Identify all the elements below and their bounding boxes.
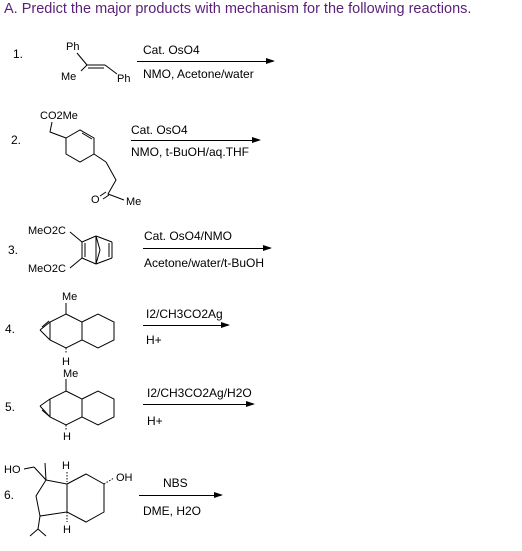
reaction-arrow [131,137,261,143]
structure-hydrindane-diol: HO H OH H [4,460,133,537]
page-title: A. Predict the major products with mecha… [4,1,472,17]
reagent-top: Cat. OsO4/NMO [144,229,233,243]
structure-cyclohexene-ester: CO2Me O Me [40,110,141,208]
reaction-number: 1. [13,47,24,61]
reaction-number: 6. [4,488,15,502]
label-me: Me [61,71,76,83]
reagent-bottom: NMO, Acetone/water [143,67,254,81]
label-h: H [62,460,70,472]
label-ester: MeO2C [28,225,66,237]
reagent-bottom: DME, H2O [143,504,202,518]
reagent-top: NBS [163,476,188,490]
label-h: H [62,356,70,368]
reagent-top: I2/CH3CO2Ag [146,307,223,321]
reagent-bottom: H+ [146,333,162,347]
reagent-top: I2/CH3CO2Ag/H2O [147,386,252,400]
label-h: H [63,524,71,536]
label-ester: MeO2C [28,263,66,275]
label-oh: OH [116,472,133,484]
reaction-arrow [143,401,255,407]
reagent-top: Cat. OsO4 [143,43,200,57]
reagent-top: Cat. OsO4 [131,123,188,137]
structure-stilbene: Ph Me Ph [61,41,130,85]
reaction-arrow [143,322,230,328]
reaction-arrow [137,58,275,64]
label-h: H [63,431,71,443]
structure-octalin: Me H [39,291,115,368]
label-ph: Ph [117,73,130,85]
reagent-bottom: Acetone/water/t-BuOH [144,256,265,270]
label-ester: CO2Me [40,110,78,122]
label-me: Me [63,368,78,380]
structure-octalin: Me H [39,368,115,443]
reagent-bottom: H+ [147,414,163,428]
reaction-number: 3. [8,243,19,257]
reaction-number: 4. [5,322,16,336]
label-o: O [91,194,100,206]
reaction-number: 2. [11,133,22,147]
label-ho: HO [4,464,21,476]
structure-norbornadiene-diester: MeO2C MeO2C [28,225,113,275]
reaction-arrow [143,245,272,251]
reaction-arrow [139,492,223,498]
label-ph: Ph [66,41,79,53]
label-me: Me [62,291,77,303]
reaction-number: 5. [5,400,16,414]
label-me: Me [126,196,141,208]
reagent-bottom: NMO, t-BuOH/aq.THF [131,145,250,159]
